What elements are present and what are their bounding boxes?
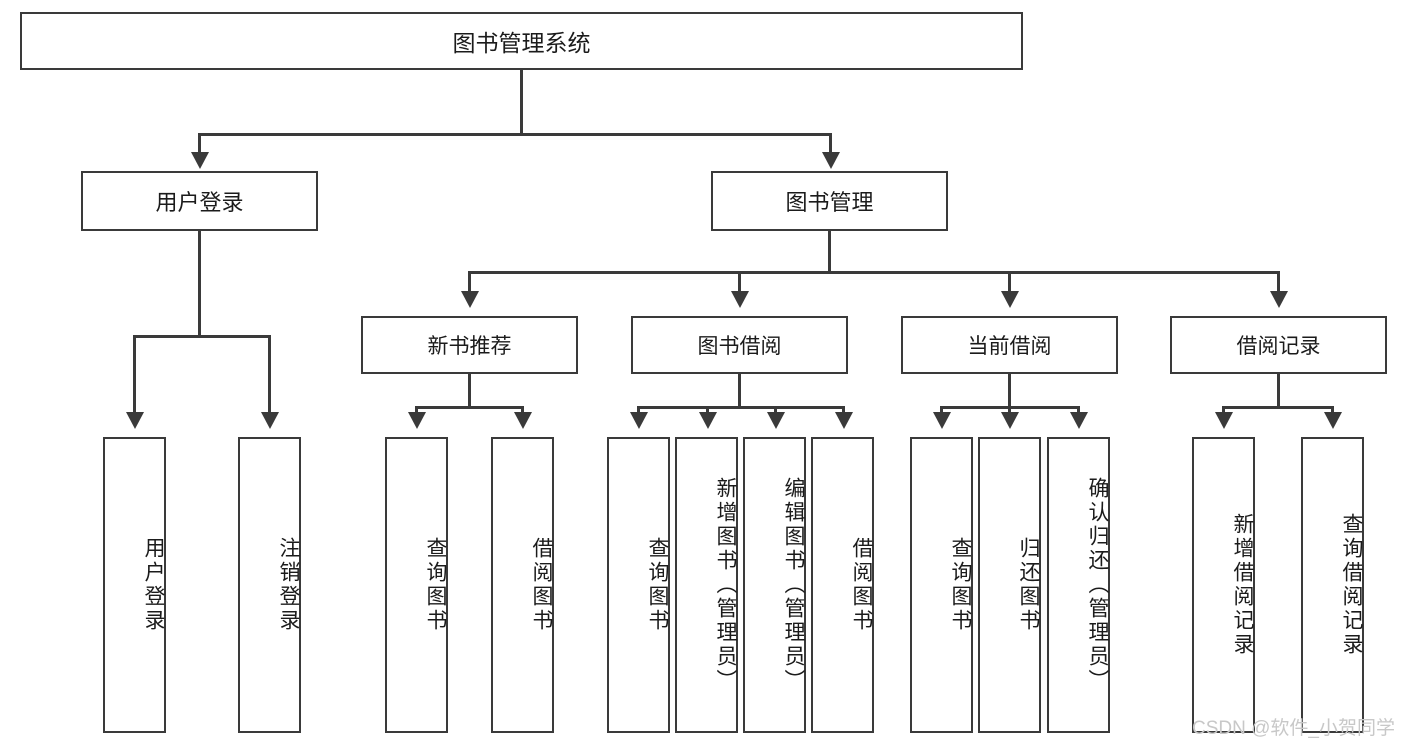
connector-borrow-record-stem [1277,374,1280,408]
connector-borrow-record-leaf1 [1222,406,1225,414]
arrowhead-current-borrow [1001,291,1019,308]
connector-book-borrow-leaf3 [774,406,777,414]
connector-book-borrow-leaf1 [637,406,640,414]
node-label: 借阅图书 [530,537,553,633]
node-book-borrow[interactable]: 图书借阅 [631,316,848,374]
leaf-return-book[interactable]: 归还图书 [978,437,1041,733]
connector-to-book-borrow [738,271,741,293]
node-label: 图书管理系统 [452,30,591,56]
leaf-borrow-book-borrow[interactable]: 借阅图书 [811,437,874,733]
connector-user-login-leaf2 [268,335,271,413]
node-label: 借阅记录 [1236,335,1321,358]
connector-root-to-user-login [198,133,201,155]
arrowhead-borrow-record [1270,291,1288,308]
connector-book-borrow-stem [738,374,741,408]
arrowhead-leaf-query-book-3 [933,412,951,429]
connector-book-borrow-bus [637,406,845,409]
arrowhead-leaf-user-login [126,412,144,429]
connector-book-borrow-leaf4 [842,406,845,414]
node-label: 查询图书 [424,537,447,633]
node-borrow-record[interactable]: 借阅记录 [1170,316,1387,374]
arrowhead-leaf-query-book-2 [630,412,648,429]
node-current-borrow[interactable]: 当前借阅 [901,316,1118,374]
connector-level2-bus [468,271,1280,274]
node-label: 新增图书（管理员） [714,477,737,693]
connector-borrow-record-bus [1222,406,1334,409]
arrowhead-leaf-confirm-return [1070,412,1088,429]
connector-new-book-leaf2 [521,406,524,414]
arrowhead-leaf-logout [261,412,279,429]
arrowhead-leaf-query-book-1 [408,412,426,429]
arrowhead-leaf-query-record [1324,412,1342,429]
leaf-logout[interactable]: 注销登录 [238,437,301,733]
leaf-borrow-book-new[interactable]: 借阅图书 [491,437,554,733]
node-label: 用户登录 [155,190,244,215]
node-label: 查询图书 [646,537,669,633]
node-label: 新书推荐 [427,335,512,358]
leaf-query-borrow-record[interactable]: 查询借阅记录 [1301,437,1364,733]
arrowhead-leaf-add-record [1215,412,1233,429]
connector-book-manage-stem [828,231,831,273]
leaf-user-login[interactable]: 用户登录 [103,437,166,733]
node-label: 当前借阅 [967,335,1052,358]
connector-root-stem [520,70,523,136]
connector-book-borrow-leaf2 [706,406,709,414]
arrowhead-leaf-borrow-book-2 [835,412,853,429]
leaf-query-book-current[interactable]: 查询图书 [910,437,973,733]
arrowhead-user-login [191,152,209,169]
connector-to-current-borrow [1008,271,1011,293]
node-label: 新增借阅记录 [1231,513,1254,657]
arrowhead-book-borrow [731,291,749,308]
connector-current-borrow-leaf2 [1008,406,1011,414]
connector-root-bus [198,133,832,136]
node-label: 查询图书 [949,537,972,633]
leaf-confirm-return-admin[interactable]: 确认归还（管理员） [1047,437,1110,733]
node-label: 查询借阅记录 [1340,513,1363,657]
node-label: 归还图书 [1017,537,1040,633]
arrowhead-book-manage [822,152,840,169]
node-user-login[interactable]: 用户登录 [81,171,318,231]
connector-current-borrow-leaf3 [1077,406,1080,414]
arrowhead-new-book [461,291,479,308]
node-label: 图书管理 [785,190,874,215]
connector-borrow-record-leaf2 [1331,406,1334,414]
arrowhead-leaf-add-book [699,412,717,429]
connector-current-borrow-stem [1008,374,1011,408]
node-label: 确认归还（管理员） [1086,477,1109,693]
connector-user-login-bus [133,335,271,338]
arrowhead-leaf-edit-book [767,412,785,429]
connector-to-borrow-record [1277,271,1280,293]
csdn-watermark: CSDN @软件_小贺同学 [1192,718,1395,739]
node-new-book-recommend[interactable]: 新书推荐 [361,316,578,374]
arrowhead-leaf-return-book [1001,412,1019,429]
connector-to-new-book [468,271,471,293]
connector-new-book-leaf1 [415,406,418,414]
node-label: 注销登录 [277,537,300,633]
leaf-add-book-admin[interactable]: 新增图书（管理员） [675,437,738,733]
connector-new-book-stem [468,374,471,408]
connector-user-login-leaf1 [133,335,136,413]
leaf-edit-book-admin[interactable]: 编辑图书（管理员） [743,437,806,733]
node-root-system[interactable]: 图书管理系统 [20,12,1023,70]
connector-current-borrow-leaf1 [940,406,943,414]
node-label: 借阅图书 [850,537,873,633]
node-book-management[interactable]: 图书管理 [711,171,948,231]
connector-new-book-bus [415,406,524,409]
connector-user-login-stem [198,231,201,337]
connector-root-to-book-manage [829,133,832,155]
arrowhead-leaf-borrow-book-1 [514,412,532,429]
node-label: 编辑图书（管理员） [782,477,805,693]
leaf-query-book-new[interactable]: 查询图书 [385,437,448,733]
node-label: 图书借阅 [697,335,782,358]
node-label: 用户登录 [142,537,165,633]
leaf-add-borrow-record[interactable]: 新增借阅记录 [1192,437,1255,733]
leaf-query-book-borrow[interactable]: 查询图书 [607,437,670,733]
